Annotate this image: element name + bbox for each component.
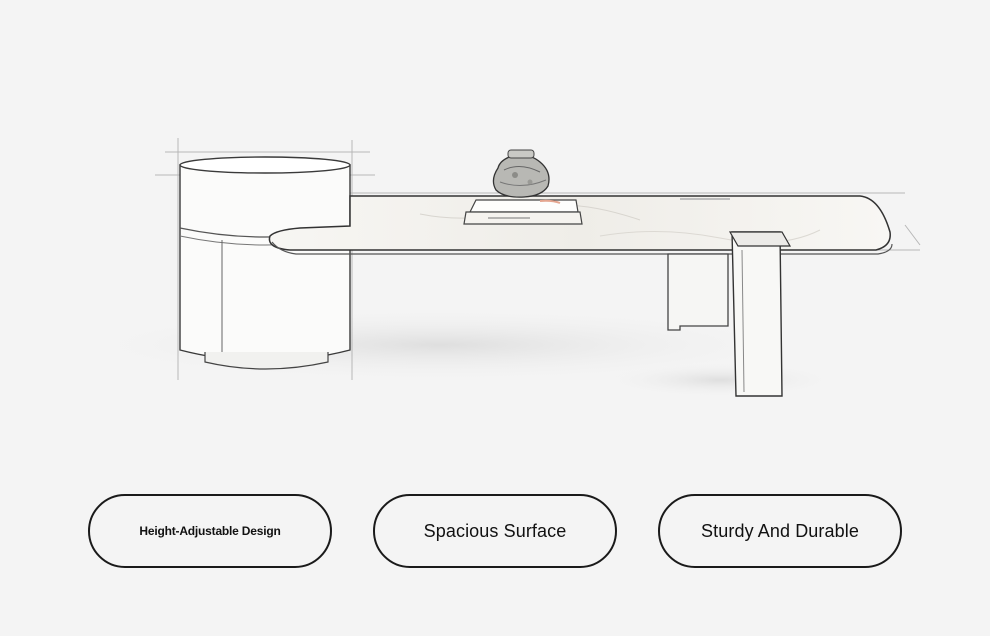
coffee-table-illustration bbox=[60, 138, 921, 398]
feature-pill-spacious-surface[interactable]: Spacious Surface bbox=[373, 494, 617, 568]
feature-pill-sturdy-durable[interactable]: Sturdy And Durable bbox=[658, 494, 902, 568]
table-top bbox=[268, 195, 893, 255]
feature-pill-height-adjustable[interactable]: Height-Adjustable Design bbox=[88, 494, 332, 568]
decorative-vase bbox=[492, 149, 550, 198]
floor-shadow-right bbox=[600, 362, 840, 398]
feature-label: Sturdy And Durable bbox=[701, 520, 859, 541]
feature-label: Spacious Surface bbox=[423, 520, 567, 541]
feature-label: Height-Adjustable Design bbox=[139, 524, 281, 538]
table-legs bbox=[667, 231, 792, 397]
feature-list: Height-Adjustable Design Spacious Surfac… bbox=[0, 494, 990, 570]
round-cabinet bbox=[179, 156, 351, 370]
book-stack bbox=[463, 199, 583, 225]
